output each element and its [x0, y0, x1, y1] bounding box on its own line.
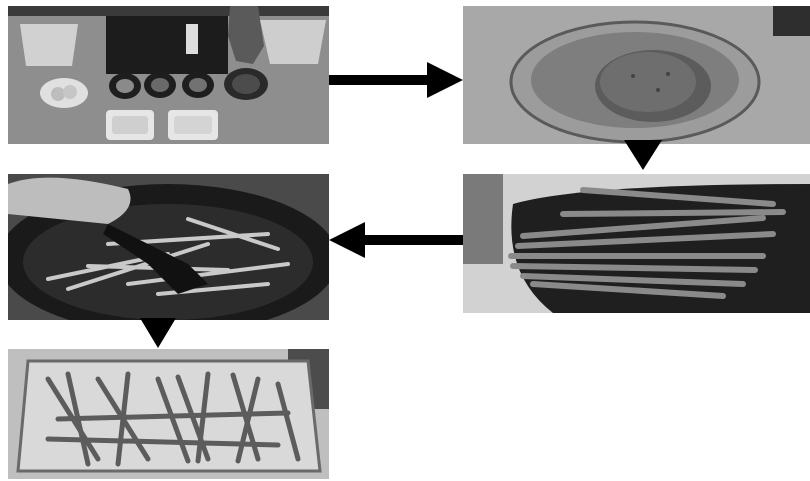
arrow-right-step1-to-step2	[329, 62, 463, 98]
step-5-basket-photo	[8, 349, 329, 479]
step-3-strips-cut-photo	[463, 174, 810, 313]
arrow-down-step2-to-step3	[624, 140, 662, 170]
step-1-ingredients-photo	[8, 6, 329, 144]
arrow-left-step3-to-step4	[329, 222, 463, 258]
step-4-frying-pan-photo	[8, 174, 329, 320]
arrow-down-step4-to-step5	[140, 318, 176, 348]
step-2-dough-bowl-photo	[463, 6, 810, 144]
